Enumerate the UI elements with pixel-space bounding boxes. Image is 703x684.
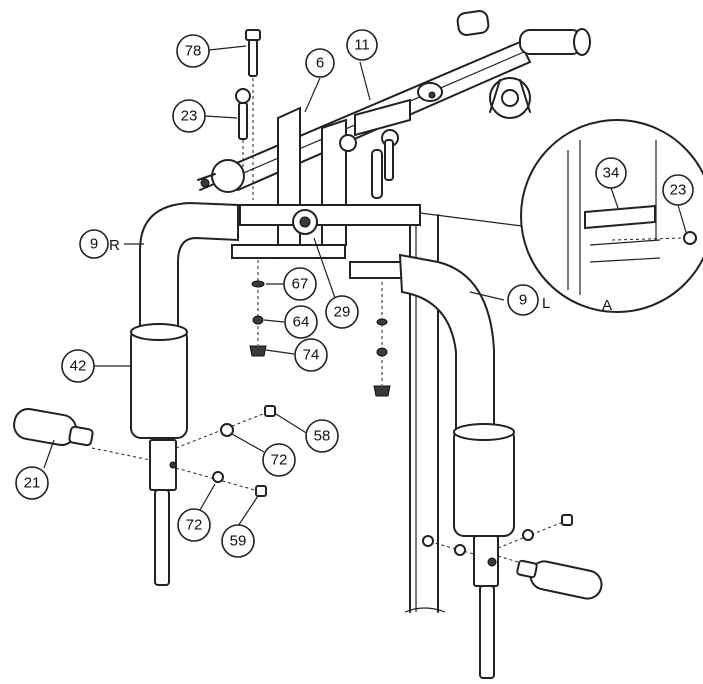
callout-21: 21 xyxy=(15,466,49,500)
callout-23-detail: 23 xyxy=(662,174,694,206)
arm-left xyxy=(398,253,495,431)
callout-9-left: 9 xyxy=(507,284,539,316)
pin-78 xyxy=(245,29,261,200)
leader-lines xyxy=(43,45,687,527)
callout-6-number: 6 xyxy=(316,55,324,72)
pad-left xyxy=(453,423,515,679)
callout-59: 59 xyxy=(221,524,255,558)
fasteners-right xyxy=(175,405,276,497)
detail-label: A xyxy=(602,297,612,314)
callout-64-number: 64 xyxy=(293,314,310,331)
callout-67: 67 xyxy=(283,267,317,301)
callout-72-lower: 72 xyxy=(177,508,211,542)
callout-59-number: 59 xyxy=(230,533,247,550)
fasteners-left xyxy=(422,514,573,556)
callout-29: 29 xyxy=(325,295,359,329)
callout-29-number: 29 xyxy=(334,304,351,321)
callout-74-number: 74 xyxy=(303,347,320,364)
callout-21-number: 21 xyxy=(24,475,41,492)
callout-72-upper-number: 72 xyxy=(271,452,288,469)
callout-42: 42 xyxy=(61,349,95,383)
callout-42-number: 42 xyxy=(70,358,87,375)
pin-23 xyxy=(235,88,251,175)
callout-74: 74 xyxy=(294,338,328,372)
callout-23-number: 23 xyxy=(181,108,198,125)
side-label-left: L xyxy=(542,295,550,312)
callout-72-lower-number: 72 xyxy=(186,517,203,534)
detail-circle xyxy=(419,119,703,313)
callout-78-number: 78 xyxy=(185,43,202,60)
callout-9-right: 9 xyxy=(79,229,109,259)
callout-11: 11 xyxy=(346,29,378,61)
callout-58-number: 58 xyxy=(314,428,331,445)
callout-72-upper: 72 xyxy=(262,443,296,477)
handle-left xyxy=(497,555,603,600)
handle-21 xyxy=(13,408,151,461)
callout-9-right-number: 9 xyxy=(90,236,98,253)
center-bracket xyxy=(231,98,431,279)
arm-right xyxy=(139,201,239,333)
callout-34: 34 xyxy=(595,157,627,189)
stack-hardware xyxy=(249,260,391,397)
callout-23: 23 xyxy=(172,99,206,133)
callout-6: 6 xyxy=(305,48,335,78)
callout-34-number: 34 xyxy=(603,165,620,182)
callout-58: 58 xyxy=(305,419,339,453)
side-label-right: R xyxy=(109,237,120,254)
callout-67-number: 67 xyxy=(292,276,309,293)
callout-78: 78 xyxy=(176,34,210,68)
pad-right xyxy=(130,323,188,586)
callout-11-number: 11 xyxy=(354,37,370,54)
callout-9-left-number: 9 xyxy=(519,292,527,309)
callout-23-detail-number: 23 xyxy=(670,182,687,199)
callout-64: 64 xyxy=(284,305,318,339)
